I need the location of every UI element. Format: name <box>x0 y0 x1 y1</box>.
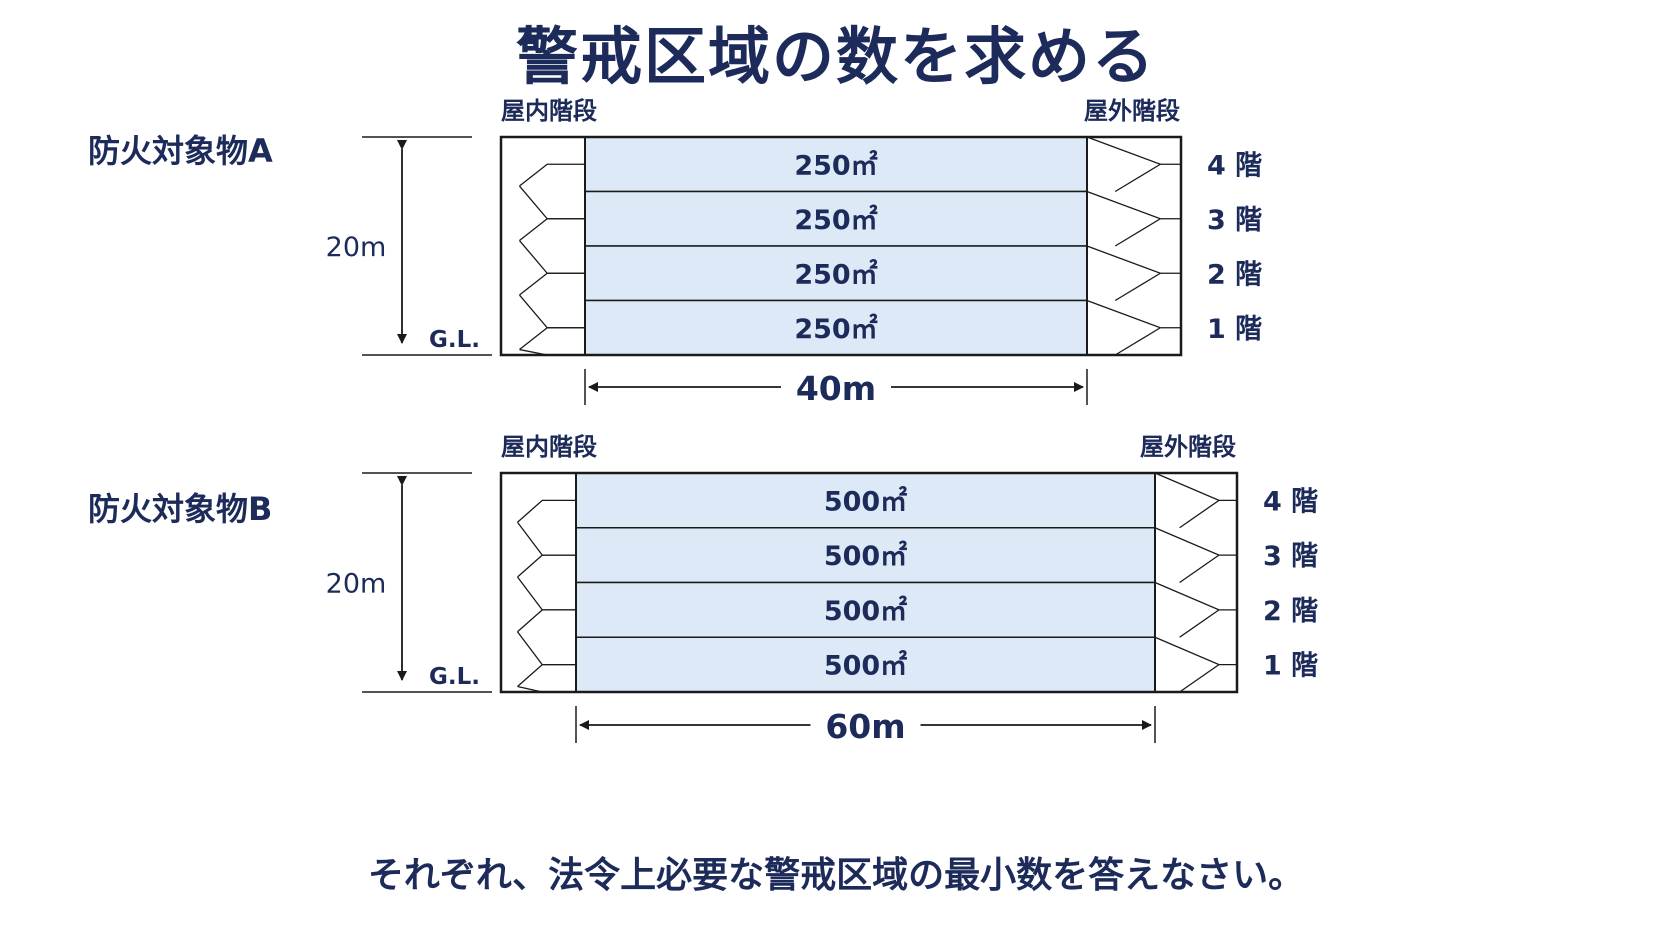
indoor-stair-flight <box>517 685 576 693</box>
outdoor-stair-flight <box>1114 163 1161 193</box>
outdoor-stair-flight <box>1179 499 1220 529</box>
outdoor-stair-flight <box>1086 190 1181 220</box>
indoor-stair-flight <box>519 348 585 356</box>
outdoor-stair-flight <box>1086 136 1181 165</box>
indoor-stair-flight <box>517 663 576 688</box>
indoor-stair-flight <box>519 163 585 187</box>
floor-number-label: 3 階 <box>1263 541 1318 572</box>
outdoor-stair-label: 屋外階段 <box>1140 433 1236 461</box>
floor-band <box>575 636 1156 693</box>
floor-band <box>575 527 1156 584</box>
building-b-name: 防火対象物B <box>88 490 273 528</box>
outdoor-stair-flight <box>1114 327 1161 356</box>
indoor-stair-flight <box>519 218 585 242</box>
floor-number-label: 1 階 <box>1207 314 1262 345</box>
floor-area-label: 250㎡ <box>794 149 877 181</box>
indoor-stair-flight <box>517 609 576 633</box>
floor-area-label: 250㎡ <box>794 313 877 345</box>
outdoor-stair-flight <box>1114 272 1161 302</box>
floor-area-label: 500㎡ <box>824 650 907 682</box>
indoor-stair-label: 屋内階段 <box>501 97 597 125</box>
height-label: 20m <box>326 569 387 600</box>
width-label: 40m <box>796 369 876 408</box>
indoor-stair-flight <box>518 185 585 220</box>
outdoor-stair-flight <box>1114 218 1161 247</box>
question-text: それぞれ、法令上必要な警戒区域の最小数を答えなさい。 <box>367 855 1305 896</box>
indoor-stair-flight <box>516 521 576 556</box>
building-a-name: 防火対象物A <box>88 132 273 170</box>
indoor-stair-flight <box>519 327 585 351</box>
indoor-stair-flight <box>519 272 585 296</box>
floor-number-label: 3 階 <box>1207 205 1262 236</box>
floor-number-label: 1 階 <box>1263 651 1318 682</box>
floor-area-label: 500㎡ <box>824 540 907 572</box>
floor-area-label: 250㎡ <box>794 258 877 290</box>
floor-area-label: 500㎡ <box>824 485 907 517</box>
outdoor-stair-flight <box>1154 472 1237 502</box>
outdoor-stair-flight <box>1086 299 1181 329</box>
floor-number-label: 2 階 <box>1207 259 1262 290</box>
outdoor-stair-flight <box>1154 636 1237 666</box>
indoor-stair-flight <box>516 576 576 611</box>
ground-level-label: G.L. <box>429 664 480 690</box>
outdoor-stair-label: 屋外階段 <box>1084 97 1180 125</box>
indoor-stair-flight <box>518 294 585 329</box>
outdoor-stair-flight <box>1179 664 1220 693</box>
indoor-stair-flight <box>517 499 576 523</box>
outdoor-stair-flight <box>1154 581 1237 611</box>
width-label: 60m <box>825 707 905 746</box>
floor-number-label: 4 階 <box>1207 150 1262 181</box>
outdoor-stair-flight <box>1086 245 1181 274</box>
outdoor-stair-flight <box>1179 554 1220 584</box>
building-outline <box>499 135 1183 357</box>
indoor-stair-flight <box>517 554 576 578</box>
floor-area-label: 500㎡ <box>824 595 907 627</box>
height-label: 20m <box>326 232 387 263</box>
indoor-stair-label: 屋内階段 <box>501 433 597 461</box>
outdoor-stair-flight <box>1179 609 1220 638</box>
building-outline <box>499 471 1239 694</box>
floor-number-label: 2 階 <box>1263 596 1318 627</box>
floor-number-label: 4 階 <box>1263 486 1318 517</box>
indoor-stair-flight <box>518 240 585 274</box>
floor-area-label: 250㎡ <box>794 204 877 236</box>
outdoor-stair-flight <box>1154 527 1237 556</box>
page-title: 警戒区域の数を求める <box>515 20 1156 93</box>
ground-level-label: G.L. <box>429 327 480 353</box>
indoor-stair-flight <box>516 631 576 666</box>
